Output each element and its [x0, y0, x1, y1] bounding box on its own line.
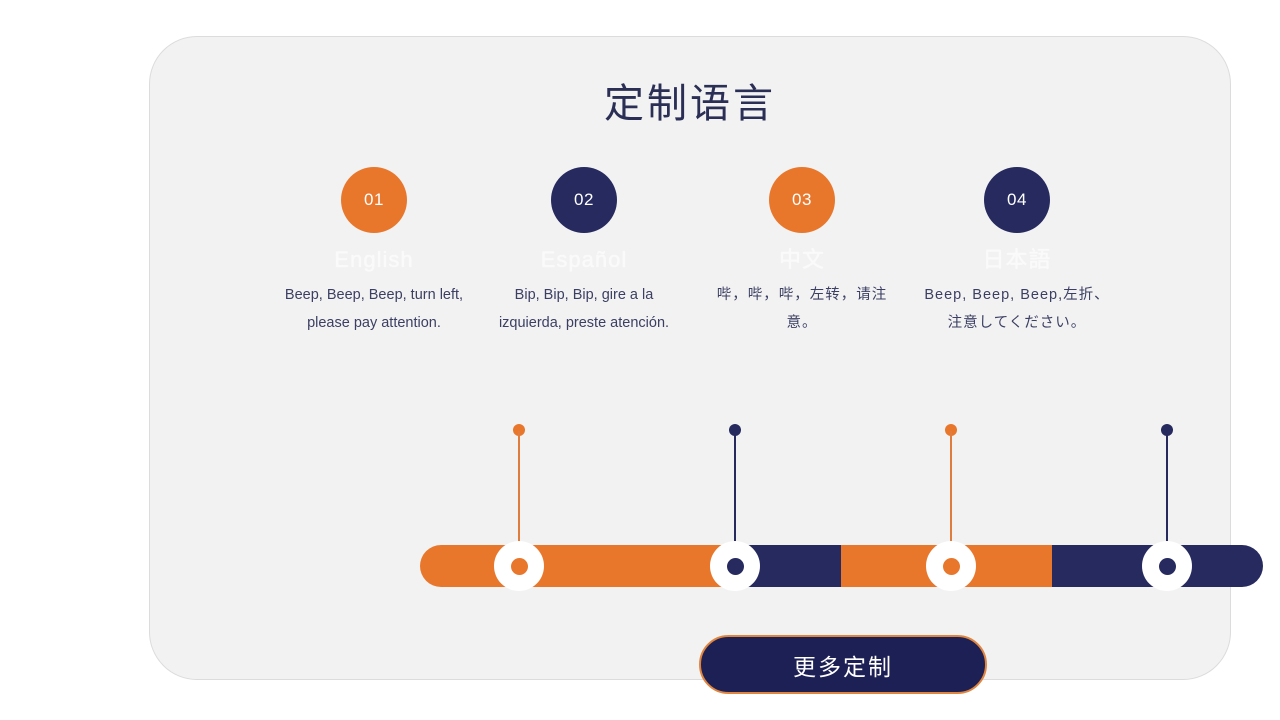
phrase-text-03: 哔，哔，哔，左转，请注意。: [716, 287, 888, 331]
connector-stem-01: [513, 424, 525, 565]
step-column-03: 03 中文 哔，哔，哔，左转，请注意。: [687, 167, 917, 337]
language-label-01: English: [334, 247, 414, 272]
connector-line: [518, 431, 520, 565]
marker-dot-icon: [942, 557, 960, 575]
connector-line: [734, 431, 736, 565]
step-column-01: 01 English Beep, Beep, Beep, turn left, …: [259, 167, 489, 337]
more-customization-button[interactable]: 更多定制: [699, 635, 987, 694]
page-title: 定制语言: [604, 82, 776, 126]
connector-dot-icon: [513, 424, 525, 436]
marker-dot-icon: [726, 557, 744, 575]
connector-stem-03: [945, 424, 957, 565]
connector-line: [1166, 431, 1168, 565]
cta-label: 更多定制: [793, 653, 893, 680]
step-number-label: 01: [364, 190, 384, 209]
phrase-text-01: Beep, Beep, Beep, turn left, please pay …: [284, 287, 464, 331]
marker-dot-icon: [1158, 557, 1176, 575]
step-number-badge-03[interactable]: 03: [769, 167, 835, 233]
timeline-marker-02[interactable]: [710, 541, 760, 591]
language-label-02: Español: [540, 247, 628, 272]
connector-line: [950, 431, 952, 565]
step-number-badge-02[interactable]: 02: [551, 167, 617, 233]
step-column-04: 04 日本語 Beep, Beep, Beep,左折、注意してください。: [902, 167, 1132, 337]
timeline-bar[interactable]: [420, 545, 1263, 587]
timeline-marker-04[interactable]: [1142, 541, 1192, 591]
step-number-badge-01[interactable]: 01: [341, 167, 407, 233]
language-label-04: 日本語: [982, 247, 1052, 272]
marker-dot-icon: [510, 557, 528, 575]
connector-dot-icon: [1161, 424, 1173, 436]
timeline-segment-1: [420, 545, 732, 587]
timeline-marker-01[interactable]: [494, 541, 544, 591]
step-number-label: 04: [1007, 190, 1027, 209]
step-number-label: 02: [574, 190, 594, 209]
step-number-label: 03: [792, 190, 812, 209]
connector-dot-icon: [729, 424, 741, 436]
phrase-text-04: Beep, Beep, Beep,左折、注意してください。: [924, 287, 1110, 331]
timeline-marker-03[interactable]: [926, 541, 976, 591]
connector-dot-icon: [945, 424, 957, 436]
phrase-text-02: Bip, Bip, Bip, gire a la izquierda, pres…: [498, 287, 670, 331]
language-label-03: 中文: [778, 247, 825, 272]
step-column-02: 02 Español Bip, Bip, Bip, gire a la izqu…: [469, 167, 699, 337]
connector-stem-02: [729, 424, 741, 565]
step-number-badge-04[interactable]: 04: [984, 167, 1050, 233]
content-card: 定制语言 01 English Beep, Beep, Beep, turn l…: [149, 36, 1263, 694]
connector-stem-04: [1161, 424, 1173, 565]
